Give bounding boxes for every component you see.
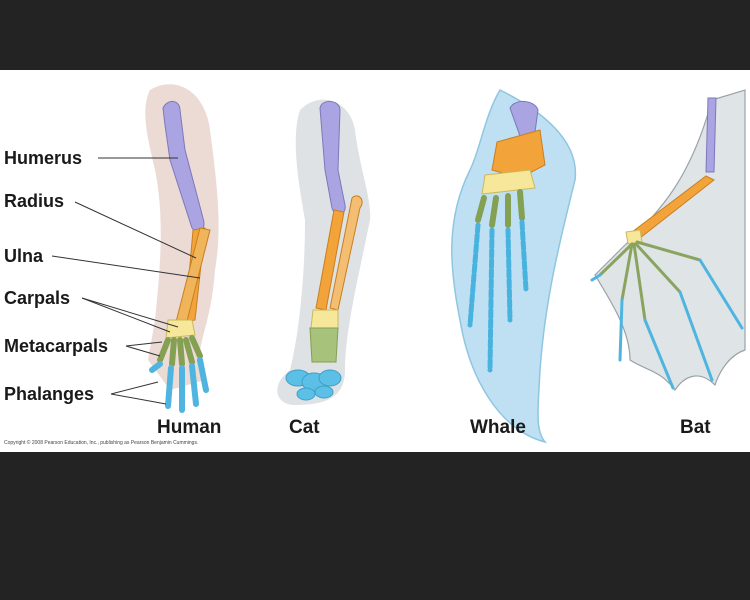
whale-radius-ulna: [491, 129, 546, 179]
limb-illustration: [51, 84, 746, 444]
label-ulna: Ulna: [4, 246, 44, 266]
human-arm-skin: [145, 84, 219, 391]
label-human: Human: [157, 417, 222, 438]
label-humerus: Humerus: [4, 148, 83, 168]
cat-leg-fur: [277, 99, 371, 405]
bat-wing-membrane: [594, 89, 746, 392]
homologous-limbs-figure: Humerus Radius Ulna Carpals Metacarpals …: [0, 70, 750, 452]
bat-humerus: [705, 97, 717, 173]
label-radius: Radius: [4, 191, 65, 211]
label-cat: Cat: [289, 417, 320, 438]
bat-phalanges: [590, 258, 744, 390]
label-bat: Bat: [680, 417, 711, 438]
copyright-notice: Copyright © 2008 Pearson Education, Inc.…: [4, 440, 199, 446]
label-metacarpals: Metacarpals: [4, 336, 109, 356]
cat-metacarpals: [309, 327, 339, 363]
bat-wing: [590, 89, 746, 392]
human-metacarpals: [157, 335, 203, 367]
whale-carpals: [481, 169, 536, 195]
label-carpals: Carpals: [4, 288, 71, 308]
cat-leg: [277, 99, 371, 405]
human-carpals: [165, 319, 196, 339]
whale-fin-outline: [451, 89, 577, 444]
label-leader-lines: [51, 157, 201, 405]
human-phalanges: [149, 357, 209, 413]
whale-phalanges: [467, 219, 529, 373]
whale-metacarpals: [475, 189, 525, 228]
human-humerus: [162, 101, 205, 233]
bat-metacarpals: [598, 240, 702, 322]
cat-phalanges: [285, 369, 342, 401]
label-whale: Whale: [470, 417, 526, 438]
cat-ulna: [329, 195, 363, 311]
label-phalanges: Phalanges: [4, 384, 95, 404]
whale-humerus: [509, 101, 539, 137]
cat-carpals: [310, 309, 339, 329]
whale-flipper: [451, 89, 577, 444]
human-arm: [145, 84, 219, 413]
